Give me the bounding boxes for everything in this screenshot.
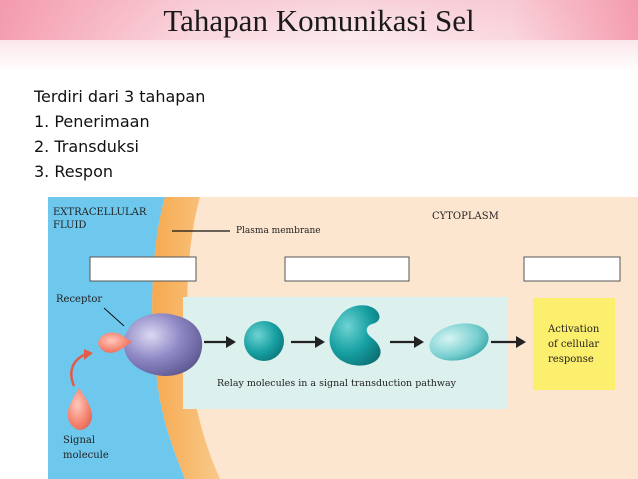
- response-box: [533, 298, 615, 390]
- arrow-icon: [204, 336, 236, 348]
- arrow-icon: [491, 336, 526, 348]
- title-band: [0, 0, 638, 72]
- extracellular-label-line: FLUID: [53, 220, 87, 231]
- binding-arrow-head-icon: [84, 349, 93, 360]
- relay-molecule-final-icon: [429, 323, 489, 361]
- signal-molecule-icon: [67, 388, 92, 430]
- bound-signal-molecule-icon: [98, 332, 132, 353]
- activation-label-line: response: [548, 354, 594, 365]
- slide-title: Tahapan Komunikasi Sel: [163, 3, 475, 38]
- extracellular-label-line: EXTRACELLULAR: [53, 207, 147, 218]
- signal-label-line: Signal: [63, 435, 96, 446]
- relay-label: Relay molecules in a signal transduction…: [217, 378, 457, 389]
- receptor-label: Receptor: [56, 294, 103, 305]
- extracellular-label: EXTRACELLULAR FLUID: [53, 206, 146, 232]
- signal-label-line: molecule: [63, 450, 109, 461]
- receptor-icon: [123, 313, 203, 376]
- relay-molecule-active-icon: [329, 305, 381, 366]
- binding-arrow: [70, 352, 87, 387]
- intro-item-penerimaan: 1. Penerimaan: [34, 112, 150, 131]
- activation-label: Activation of cellular response: [548, 322, 599, 367]
- signal-molecule-label: Signal molecule: [63, 433, 109, 463]
- activation-label-line: of cellular: [548, 339, 600, 350]
- stage-box-transduction: [284, 256, 410, 282]
- stage-box-response: [523, 256, 621, 282]
- arrow-icon: [291, 336, 325, 348]
- relay-molecule-icon: [244, 321, 284, 361]
- stage-box-reception: [89, 256, 197, 282]
- intro-item-respon: 3. Respon: [34, 162, 114, 181]
- intro-item-transduksi: 2. Transduksi: [34, 137, 139, 156]
- intro-heading: Terdiri dari 3 tahapan: [34, 87, 206, 106]
- arrow-icon: [390, 336, 424, 348]
- receptor-pointer-line: [103, 307, 125, 327]
- cytoplasm-label: CYTOPLASM: [432, 211, 499, 222]
- intro-list: Terdiri dari 3 tahapan 1. Penerimaan 2. …: [34, 84, 205, 184]
- plasma-membrane-label: Plasma membrane: [236, 226, 321, 236]
- activation-label-line: Activation: [548, 324, 600, 335]
